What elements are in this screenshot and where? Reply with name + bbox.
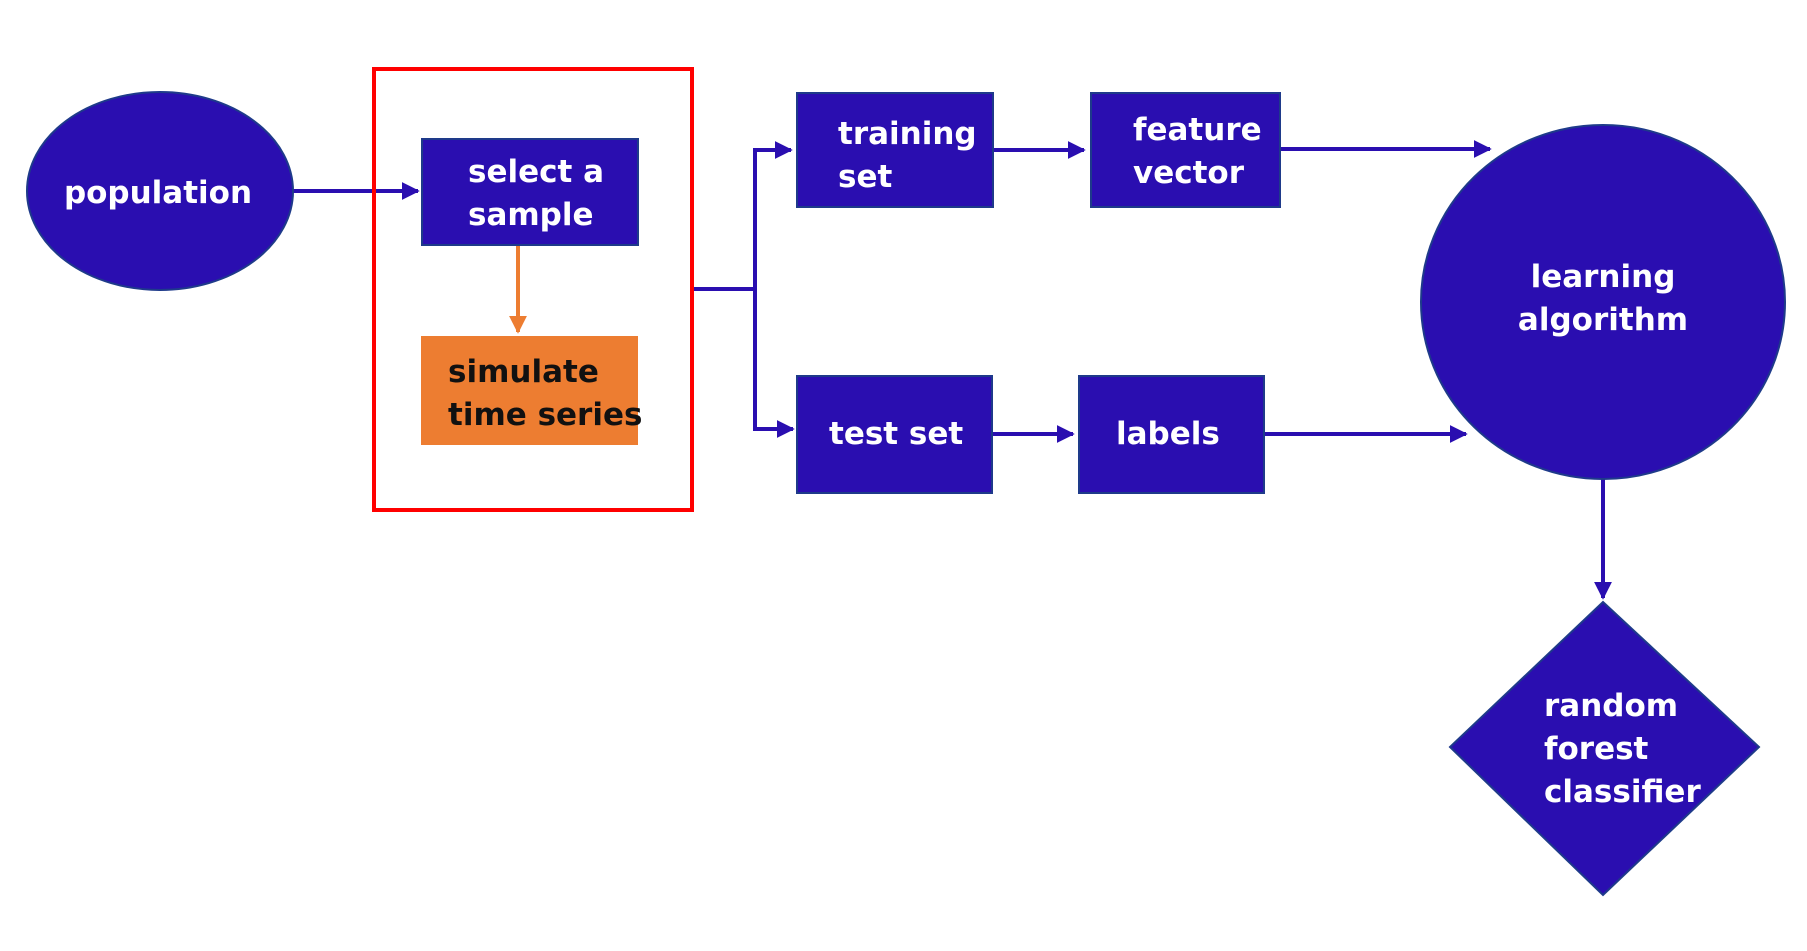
select-sample-label-line-2: sample — [468, 197, 594, 233]
feature-vector-label-line-1: feature — [1133, 112, 1262, 148]
node-test-set: test set — [796, 375, 993, 494]
node-random-forest-classifier: random forest classifier — [1448, 600, 1761, 897]
edge-sampling-group-to-test-set — [753, 289, 795, 438]
simulate-time-series-shape — [421, 336, 638, 445]
training-set-shape — [796, 92, 994, 208]
feature-vector-label-line-2: vector — [1133, 155, 1245, 191]
node-learning-algorithm: learning algorithm — [1420, 124, 1786, 480]
random-forest-classifier-label-line-2: forest — [1544, 731, 1649, 767]
population-shape — [26, 91, 294, 291]
training-set-label-line-2: set — [838, 159, 892, 195]
feature-vector-shape — [1090, 92, 1281, 208]
training-set-label-line-1: training — [838, 116, 977, 152]
node-feature-vector: feature vector — [1090, 92, 1281, 208]
select-sample-label-line-1: select a — [468, 154, 604, 190]
population-label: population — [64, 175, 252, 211]
learning-algorithm-shape — [1420, 124, 1786, 480]
edge-sampling-group-to-training-set — [691, 141, 793, 291]
labels-shape — [1078, 375, 1265, 494]
node-training-set: training set — [796, 92, 994, 208]
labels-label: labels — [1116, 416, 1220, 452]
learning-algorithm-label-line-2: algorithm — [1518, 302, 1688, 338]
random-forest-classifier-label-line-3: classifier — [1544, 774, 1701, 810]
node-simulate-time-series: simulate time series — [421, 336, 642, 445]
select-sample-shape — [421, 138, 639, 246]
node-population: population — [26, 91, 294, 291]
edges — [293, 140, 1612, 600]
random-forest-classifier-label-line-1: random — [1544, 688, 1678, 724]
sampling-group-highlight-frame — [372, 67, 694, 512]
simulate-time-series-label-line-1: simulate — [448, 354, 599, 390]
node-select-sample: select a sample — [421, 138, 639, 246]
test-set-shape — [796, 375, 993, 494]
learning-algorithm-label-line-1: learning — [1531, 259, 1676, 295]
simulate-time-series-label-line-2: time series — [448, 397, 642, 433]
test-set-label: test set — [829, 416, 963, 452]
node-labels: labels — [1078, 375, 1265, 494]
random-forest-classifier-shape — [1448, 600, 1761, 897]
